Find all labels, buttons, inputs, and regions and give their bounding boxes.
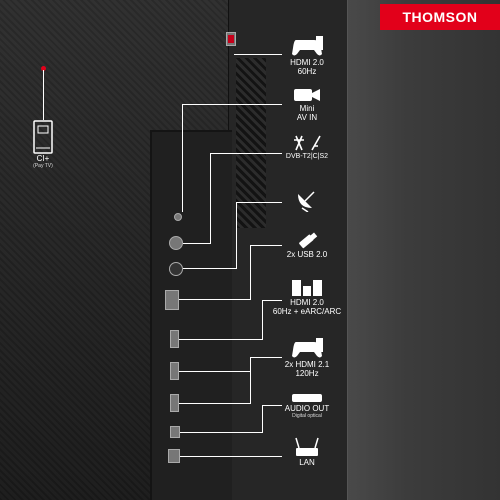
leader-8h <box>180 432 263 433</box>
port-label: Mini AV IN <box>296 104 318 122</box>
gamepad-icon <box>292 338 323 358</box>
satellite-dish-icon <box>298 191 315 212</box>
leader-6h <box>179 339 263 340</box>
tv-side-edge <box>345 0 500 500</box>
port-sublabel: Digital optical <box>292 413 322 419</box>
port-label: 2x HDMI 2.1 120Hz <box>284 360 330 378</box>
leader-5v <box>250 245 251 299</box>
leader-7h2 <box>179 403 251 404</box>
soundbar-icon <box>292 394 322 402</box>
satellite-port <box>169 262 183 276</box>
port-label: LAN <box>299 458 315 467</box>
port-hdmi-60hz: HDMI 2.0 60Hz <box>262 36 352 76</box>
leader-8v <box>262 405 263 432</box>
mini-av-jack <box>174 213 182 221</box>
ci-label: CI+ <box>36 154 50 163</box>
port-label: DVB-T2|C|S2 <box>285 153 329 160</box>
leader-7h1 <box>179 371 251 372</box>
antenna-dvb-icon <box>294 135 321 151</box>
leader-3v <box>210 153 211 243</box>
leader-3h <box>183 243 211 244</box>
ci-module: CI+ (Pay TV) <box>18 120 68 169</box>
router-icon <box>295 437 319 456</box>
port-satellite <box>262 188 352 212</box>
vent-grille <box>236 58 266 228</box>
connector-panel <box>150 130 232 500</box>
leader-9 <box>180 456 282 457</box>
brand-logo: THOMSON <box>380 4 500 30</box>
leader-6 <box>262 300 282 301</box>
leader-2v <box>182 104 183 212</box>
hdmi-port-21-a <box>170 362 179 380</box>
camcorder-icon <box>294 89 320 101</box>
leader-4 <box>236 202 282 203</box>
leader-8 <box>262 405 282 406</box>
optical-port <box>170 426 180 438</box>
leader-2 <box>182 104 282 105</box>
port-antenna: DVB-T2|C|S2 <box>262 134 352 161</box>
leader-7 <box>250 357 282 358</box>
antenna-port <box>169 236 183 250</box>
leader-3 <box>210 153 282 154</box>
port-label: HDMI 2.0 60Hz <box>290 58 324 76</box>
leader-4h <box>183 268 237 269</box>
port-hdmi-21: 2x HDMI 2.1 120Hz <box>262 338 352 378</box>
leader-7v <box>250 357 251 404</box>
leader-4v <box>236 202 237 268</box>
port-audio-out: AUDIO OUT Digital optical <box>262 392 352 419</box>
speakers-icon <box>292 280 322 296</box>
hdmi-port-arc <box>170 330 179 348</box>
port-label: 2x USB 2.0 <box>286 250 328 259</box>
hdmi-port-21-b <box>170 394 179 412</box>
leader-1 <box>234 54 282 55</box>
usb-stick-icon <box>299 232 318 249</box>
port-hdmi-arc: HDMI 2.0 60Hz + eARC/ARC <box>262 278 352 316</box>
leader-5 <box>250 245 282 246</box>
port-usb: 2x USB 2.0 <box>262 232 352 259</box>
usb-ports <box>165 290 179 310</box>
ci-sublabel: (Pay TV) <box>33 163 53 169</box>
leader-5h <box>179 299 251 300</box>
leader-6v <box>262 300 263 340</box>
ci-leader <box>43 70 44 120</box>
port-lan: LAN <box>262 436 352 467</box>
ci-card-icon <box>33 120 53 154</box>
port-mini-av: Mini AV IN <box>262 86 352 122</box>
gamepad-icon <box>292 36 323 56</box>
lan-port <box>168 449 180 463</box>
port-label: HDMI 2.0 60Hz + eARC/ARC <box>272 298 342 316</box>
port-label: AUDIO OUT <box>284 404 330 413</box>
hdmi-port-top-highlight <box>228 35 234 43</box>
ci-marker <box>41 66 46 71</box>
